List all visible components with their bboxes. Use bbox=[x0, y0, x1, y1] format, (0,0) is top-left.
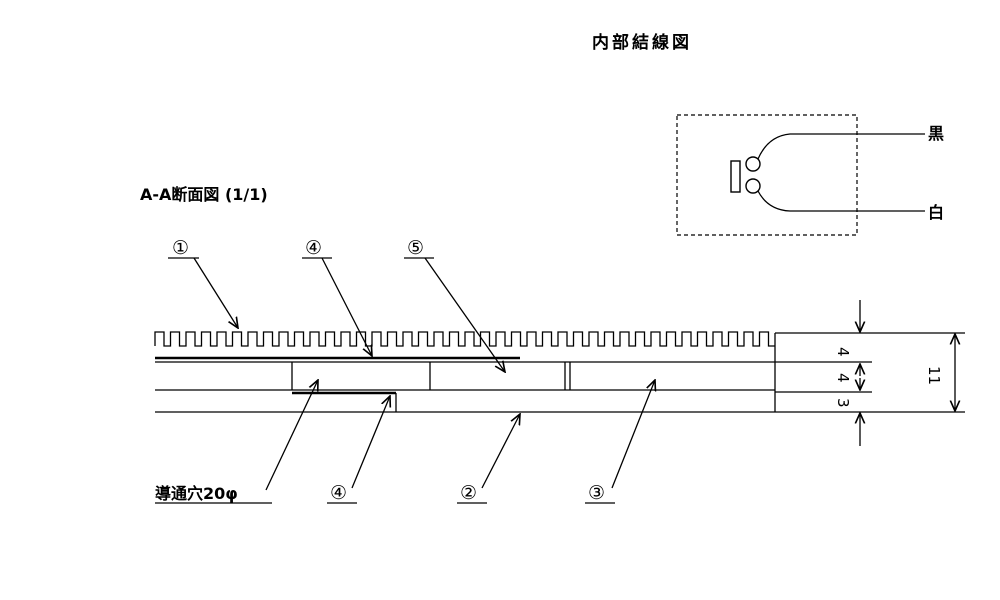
wire-white bbox=[757, 190, 925, 212]
wire-black bbox=[757, 133, 925, 160]
callout-via-leader bbox=[265, 380, 318, 491]
callout-5-leader bbox=[424, 257, 505, 372]
section-title: A-A断面図 (1/1) bbox=[140, 185, 268, 204]
label-white: 白 bbox=[928, 203, 944, 222]
cross-section bbox=[154, 331, 776, 413]
callouts-top: ① ④ ⑤ bbox=[168, 237, 505, 372]
wiring-dashed-frame bbox=[676, 114, 858, 236]
dim-label-3: 3 bbox=[834, 398, 852, 408]
wiring-diagram: 黒 白 bbox=[676, 114, 944, 236]
dim-label-2: 4 bbox=[834, 373, 852, 383]
callout-via-hole: 導通穴20φ bbox=[155, 484, 238, 503]
callout-1-leader bbox=[193, 257, 238, 328]
terminal-bottom bbox=[745, 178, 761, 194]
dim-label-total: 11 bbox=[925, 366, 943, 385]
callout-1: ① bbox=[172, 237, 189, 259]
callouts-bottom: 導通穴20φ ④ ② ③ bbox=[155, 380, 655, 504]
callout-4-top: ④ bbox=[305, 237, 322, 259]
callout-3: ③ bbox=[588, 482, 605, 504]
callout-4-bottom: ④ bbox=[330, 482, 347, 504]
toothed-top-edge bbox=[154, 331, 775, 347]
label-black: 黒 bbox=[928, 124, 944, 143]
dimensions: 4 4 3 11 bbox=[775, 300, 965, 446]
terminal-top bbox=[745, 156, 761, 172]
callout-2: ② bbox=[460, 482, 477, 504]
wiring-diagram-title: 内部結線図 bbox=[592, 32, 692, 53]
callout-4-bottom-leader bbox=[351, 396, 390, 489]
callout-5: ⑤ bbox=[407, 237, 424, 259]
callout-2-leader bbox=[481, 414, 520, 489]
callout-4-top-leader bbox=[321, 257, 372, 356]
wiring-component bbox=[730, 160, 741, 193]
dim-label-1: 4 bbox=[834, 347, 852, 357]
callout-3-leader bbox=[611, 380, 655, 489]
